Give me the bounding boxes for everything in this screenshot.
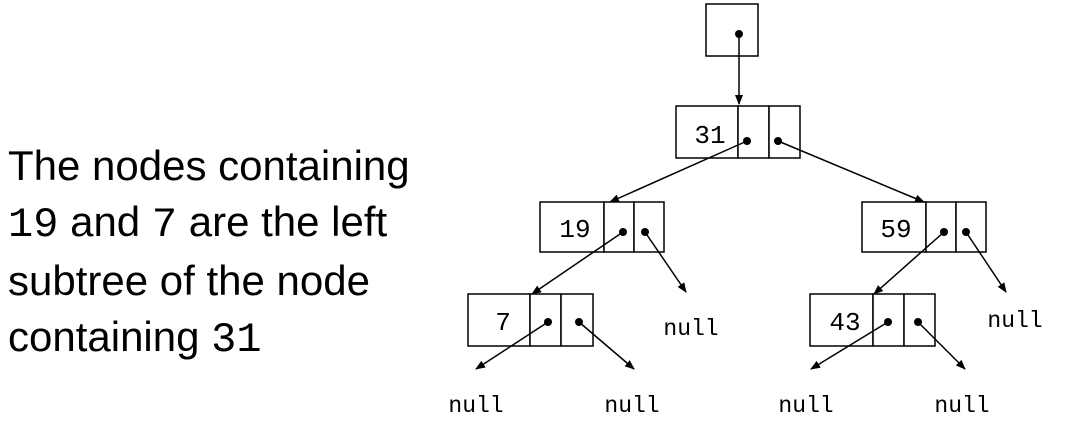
node-7-value: 7 [495, 308, 511, 338]
node-19-left-arrow [531, 231, 624, 295]
node-7-right-null: null [604, 393, 659, 419]
caption-value-7: 7 [151, 201, 178, 249]
tree-node-43: 43 null null [778, 293, 990, 419]
node-43-right-null: null [934, 393, 989, 419]
node-59-right-arrow [965, 231, 1007, 293]
tree-node-59: 59 null [861, 201, 1043, 334]
tree-node-7: 7 null null [448, 293, 660, 419]
tree-node-19: 19 null [531, 201, 719, 342]
caption-value-31: 31 [211, 316, 262, 364]
node-43-left-arrow [810, 321, 889, 370]
node-31-right-arrow [777, 140, 925, 203]
caption-text: The nodes containing 19 and 7 are the le… [8, 138, 478, 368]
node-59-right-null: null [987, 308, 1042, 334]
node-7-right-arrow [578, 321, 635, 370]
caption-and-text: and [58, 198, 152, 245]
caption-line-2: 19 and 7 are the left [8, 194, 478, 253]
root-pointer-box [705, 3, 759, 57]
caption-left-text: are the left [177, 198, 388, 245]
node-43-left-null: null [778, 393, 833, 419]
root-pointer [705, 3, 759, 105]
node-19-left-cell [603, 201, 635, 253]
node-31-left-cell [737, 105, 770, 159]
tree-node-31: 31 [609, 105, 925, 203]
node-31-left-arrow [609, 140, 748, 203]
node-31-right-cell [768, 105, 801, 159]
node-19-value: 19 [559, 215, 590, 245]
node-7-left-null: null [448, 393, 503, 419]
caption-value-19: 19 [8, 201, 59, 249]
node-19-right-null: null [663, 316, 718, 342]
caption-containing-text: containing [8, 313, 212, 360]
node-43-right-arrow [917, 321, 966, 370]
caption-line-1: The nodes containing [8, 142, 410, 189]
node-7-left-arrow [475, 321, 549, 370]
node-59-right-cell [955, 201, 987, 253]
node-59-value: 59 [880, 215, 911, 245]
caption-line-3: subtree of the node [8, 257, 370, 304]
node-19-right-arrow [644, 231, 687, 293]
node-31-value: 31 [694, 121, 725, 151]
node-59-left-arrow [873, 231, 945, 295]
node-43-value: 43 [829, 308, 860, 338]
caption-line-4: containing 31 [8, 309, 478, 368]
node-19-right-cell [633, 201, 665, 253]
